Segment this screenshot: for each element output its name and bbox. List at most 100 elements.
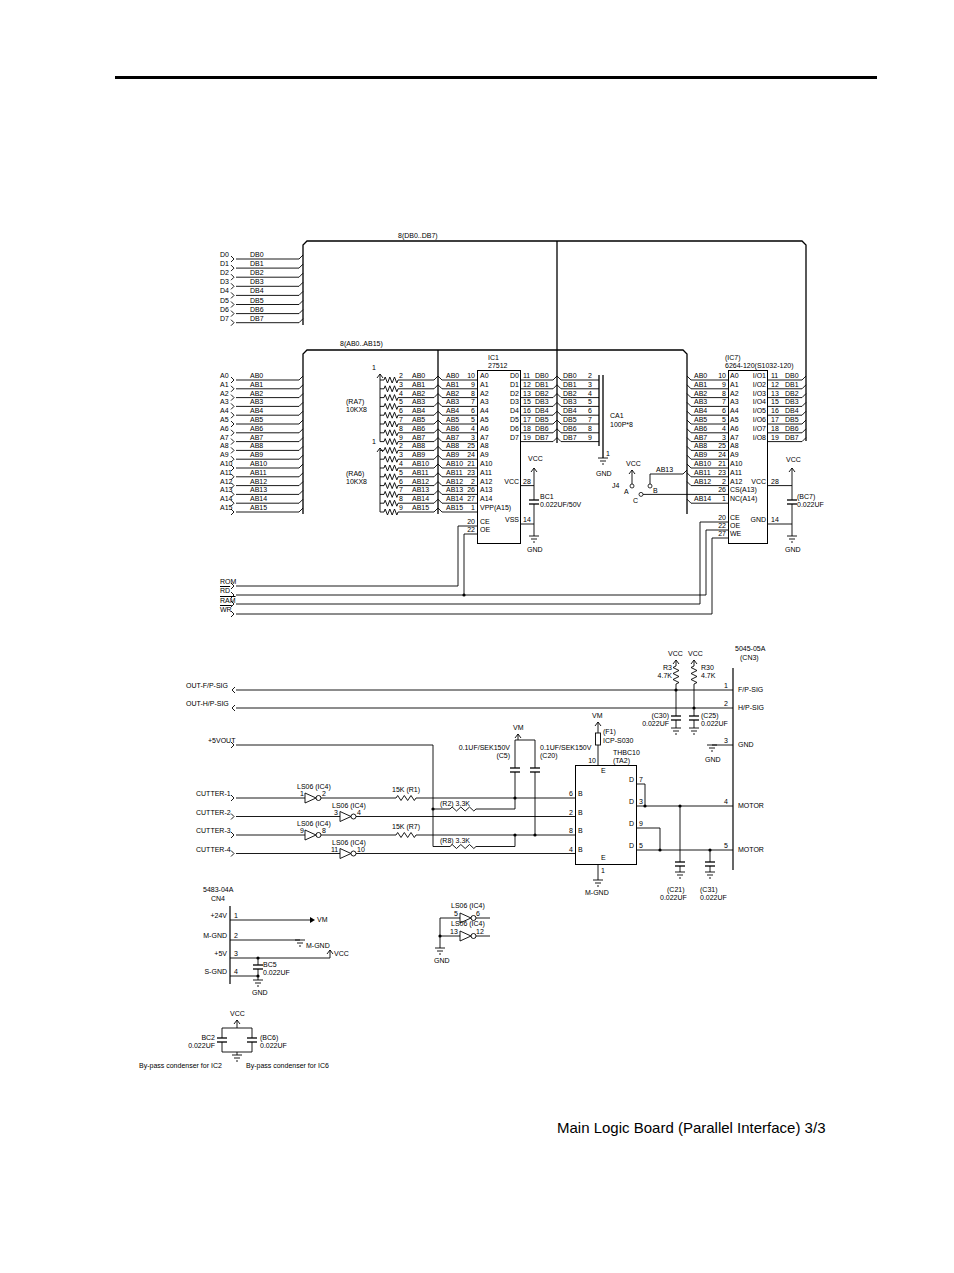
wire	[222, 1028, 252, 1029]
schematic-label: DB6	[785, 425, 799, 433]
schematic-label: 20	[718, 514, 726, 522]
wire	[236, 402, 303, 406]
schematic-label: A10	[220, 460, 232, 468]
schematic-label: 18	[523, 425, 531, 433]
wire	[253, 964, 263, 965]
schematic-label: AB12	[412, 478, 429, 486]
schematic-label: A4	[220, 407, 229, 415]
schematic-label: AB10	[250, 460, 267, 468]
schematic-label: AB3	[694, 398, 707, 406]
wire	[236, 255, 303, 259]
schematic-label: GND	[705, 756, 721, 764]
schematic-label: DB6	[250, 306, 264, 314]
schematic-label: 6	[399, 478, 403, 486]
schematic-label: BC5	[263, 961, 277, 969]
schematic-label: CS(A13)	[730, 486, 757, 494]
schematic-label: A14	[220, 495, 232, 503]
schematic-label: AB3	[412, 398, 425, 406]
wire	[521, 485, 534, 486]
schematic-label: OUT-F/P-SIG	[186, 682, 228, 690]
schematic-label: (R8) 3.3K	[440, 837, 470, 845]
wire	[236, 429, 303, 433]
schematic-label: 5	[454, 910, 458, 918]
wire	[676, 660, 677, 666]
schematic-label: A1	[480, 381, 489, 389]
schematic-label: 3	[588, 381, 592, 389]
wire	[330, 950, 331, 958]
schematic-label: AB9	[694, 451, 707, 459]
schematic-label: 18	[771, 425, 779, 433]
schematic-label: A9	[730, 451, 739, 459]
schematic-label: AB8	[250, 442, 263, 450]
schematic-label: AB3	[446, 398, 459, 406]
schematic-label: D1	[510, 381, 519, 389]
schematic-label: D	[629, 842, 634, 850]
schematic-label: 4	[722, 425, 726, 433]
schematic-label: +5V	[214, 950, 227, 958]
wire	[380, 388, 384, 389]
schematic-label: 3	[234, 950, 238, 958]
wire	[476, 798, 515, 809]
schematic-label: 10	[357, 846, 365, 854]
wire	[680, 806, 681, 862]
wire	[236, 1061, 238, 1062]
wire	[600, 461, 606, 462]
schematic-label: 9	[639, 820, 643, 828]
schematic-label: AB9	[412, 451, 425, 459]
wire	[380, 441, 384, 442]
wire	[593, 880, 603, 881]
wire	[709, 748, 715, 749]
wire	[673, 731, 679, 732]
schematic-label: 24	[467, 451, 475, 459]
schematic-label: M-GND	[585, 889, 609, 897]
wire	[510, 767, 520, 768]
schematic-label: OUT-H/P-SIG	[186, 700, 229, 708]
schematic-label: AB12	[694, 478, 711, 486]
wire	[789, 539, 795, 540]
schematic-label: 20	[467, 518, 475, 526]
schematic-label: AB0	[412, 372, 425, 380]
part-heading: (IC7)6264-120(S1032-120)	[725, 354, 794, 370]
junction-dot	[692, 706, 695, 709]
wire	[380, 432, 384, 433]
wire	[236, 586, 458, 587]
schematic-label: AB6	[250, 425, 263, 433]
wire	[787, 536, 797, 537]
schematic-label: OE	[480, 526, 490, 534]
schematic-label: 4	[588, 390, 592, 398]
schematic-label: 4	[724, 798, 728, 806]
wire	[439, 954, 441, 955]
part-heading: IC127512	[488, 354, 507, 370]
schematic-label: DB6	[535, 425, 549, 433]
wire	[295, 940, 305, 941]
schematic-label: A11	[730, 469, 742, 477]
schematic-label: I/O6	[753, 416, 766, 424]
schematic-label: R30	[701, 664, 714, 672]
wire	[252, 1042, 253, 1052]
wire	[236, 473, 303, 477]
schematic-label: D7	[510, 434, 519, 442]
wire	[518, 734, 519, 740]
schematic-label: 16	[523, 407, 531, 415]
wire	[440, 918, 460, 919]
wire	[464, 534, 477, 595]
schematic-label: GND	[785, 546, 801, 554]
wire	[679, 878, 681, 879]
schematic-label: DB1	[785, 381, 799, 389]
schematic-label: I/O3	[753, 390, 766, 398]
schematic-label: 8	[471, 390, 475, 398]
inverter-bubble	[471, 934, 476, 939]
schematic-label: A8	[480, 442, 489, 450]
wire	[231, 430, 234, 436]
schematic-label: DB4	[785, 407, 799, 415]
schematic-label: AB4	[250, 407, 263, 415]
schematic-label: VCC	[626, 460, 641, 468]
wire	[231, 795, 234, 801]
schematic-label: A12	[730, 478, 742, 486]
wire	[236, 394, 303, 398]
schematic-label: D2	[510, 390, 519, 398]
schematic-label: 1	[300, 790, 304, 798]
wire	[533, 542, 535, 543]
schematic-label: AB2	[412, 390, 425, 398]
header-rule	[115, 76, 877, 79]
